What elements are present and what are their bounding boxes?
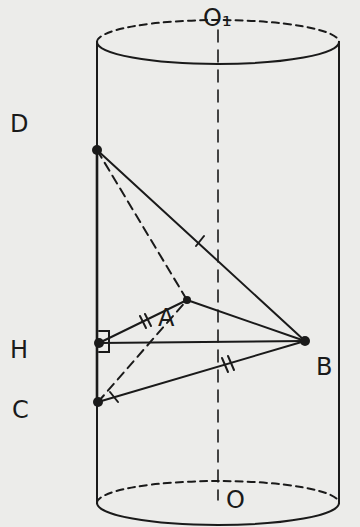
point-label: D (10, 112, 28, 136)
point-label: O (226, 488, 245, 512)
point-label: H (10, 338, 28, 362)
point-label: O₁ (203, 6, 232, 30)
point-label: B (316, 355, 332, 379)
point-label: A (158, 306, 174, 330)
point-label: C (12, 398, 29, 422)
